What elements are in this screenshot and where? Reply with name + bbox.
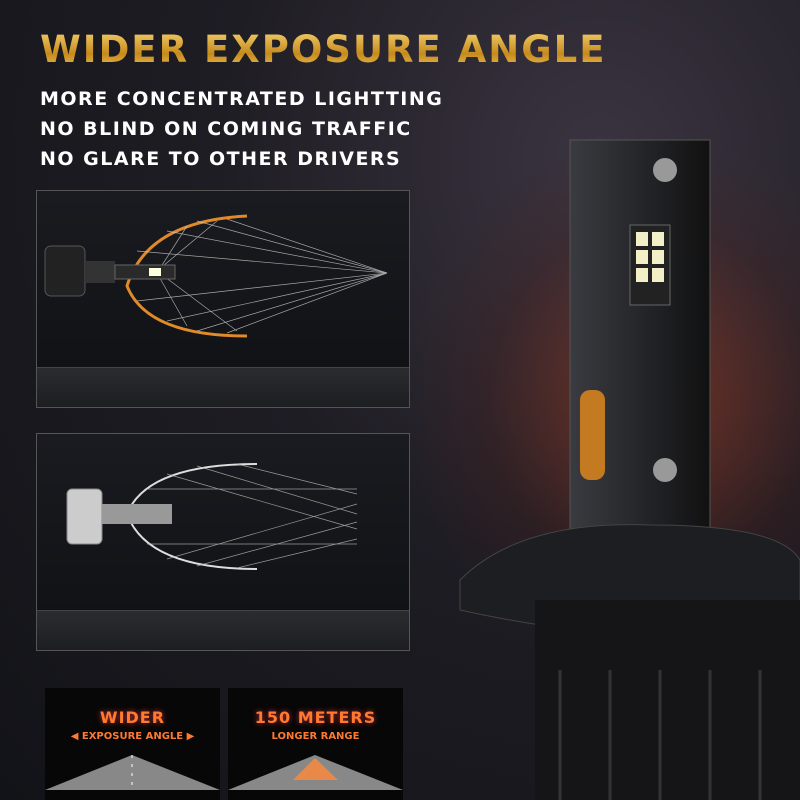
promo-title: WIDER (99, 708, 166, 727)
led-bulb-image (459, 139, 800, 800)
promo-longer-range: 150 METERS LONGER RANGE (228, 688, 403, 800)
arrow-left-icon: ◀ (70, 731, 82, 742)
led-beam-pattern (44, 214, 388, 338)
promo-wider-angle: WIDER ◀ EXPOSURE ANGLE ▶ (45, 688, 220, 800)
feature-line: NO BLIND ON COMING TRAFFIC (40, 118, 412, 140)
feature-line: MORE CONCENTRATED LIGHTTING (40, 88, 444, 110)
beam-diagram-halogen (36, 433, 410, 651)
promo-subtitle: LONGER RANGE (271, 731, 360, 742)
feature-line: NO GLARE TO OTHER DRIVERS (40, 148, 402, 170)
road-image (45, 755, 220, 790)
arrow-right-icon: ▶ (183, 731, 195, 742)
promo-subtitle: EXPOSURE ANGLE (81, 731, 184, 742)
road-image (228, 755, 403, 790)
headline: WIDER EXPOSURE ANGLE (40, 28, 607, 71)
promo-title: 150 METERS (254, 708, 377, 727)
beam-diagram-led (36, 190, 410, 408)
halogen-beam-pattern (66, 463, 358, 570)
